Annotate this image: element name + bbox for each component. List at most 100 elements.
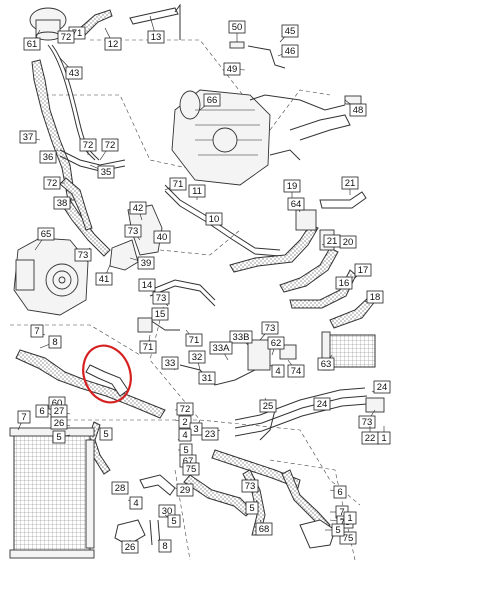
part-number-label: 8 — [52, 337, 57, 348]
part-number-label: 60 — [52, 398, 63, 409]
label-box — [97, 165, 115, 179]
part-number-label: 13 — [151, 32, 162, 43]
label-box — [23, 37, 41, 51]
part-number-label: 68 — [259, 524, 270, 535]
part-number-label: 62 — [271, 338, 282, 349]
part-number-label: 73 — [362, 417, 373, 428]
part-number-label: 21 — [327, 236, 338, 247]
label-box — [198, 371, 216, 385]
part-number-label: 6 — [337, 487, 342, 498]
part-number-label: 33 — [165, 358, 176, 369]
label-box — [349, 103, 367, 117]
label-box — [39, 150, 57, 164]
label-box — [101, 138, 119, 152]
part-number-label: 5 — [103, 429, 108, 440]
label-box — [138, 278, 156, 292]
part-number-label: 7 — [339, 507, 344, 518]
part-number-label: 7 — [34, 326, 39, 337]
part-number-label: 33B — [233, 332, 250, 343]
radiator — [9, 427, 95, 559]
label-box — [343, 511, 357, 525]
label-box — [245, 501, 259, 515]
part-number-label: 3 — [193, 424, 198, 435]
label-box — [158, 539, 172, 553]
part-number-label: 43 — [69, 68, 80, 79]
label-box — [161, 356, 179, 370]
left-pipes — [59, 149, 126, 231]
part-number-label: 17 — [358, 265, 369, 276]
part-number-label: 25 — [263, 401, 274, 412]
part-number-label: 23 — [205, 429, 216, 440]
part-number-label: 26 — [54, 418, 65, 429]
label-box — [188, 350, 206, 364]
part-number-label: 71 — [173, 179, 184, 190]
part-number-label: 72 — [47, 178, 58, 189]
label-box — [323, 234, 341, 248]
part-number-label: 5 — [171, 516, 176, 527]
part-number-label: 41 — [99, 274, 110, 285]
part-number-label: 15 — [155, 309, 166, 320]
label-box — [331, 523, 345, 537]
label-box — [261, 321, 279, 335]
label-box — [358, 415, 376, 429]
label-box — [43, 176, 61, 190]
label-box — [185, 333, 203, 347]
label-box — [169, 177, 187, 191]
part-number-label: 12 — [108, 39, 119, 50]
label-box — [267, 336, 285, 350]
part-number-label: 73 — [245, 481, 256, 492]
part-number-label: 65 — [41, 229, 52, 240]
part-number-label: 19 — [287, 181, 298, 192]
part-number-label: 5 — [183, 445, 188, 456]
label-box — [176, 402, 194, 416]
label-box — [147, 30, 165, 44]
part-number-label: 16 — [339, 278, 350, 289]
part-number-label: 73 — [265, 323, 276, 334]
label-box — [167, 514, 181, 528]
label-box — [205, 212, 223, 226]
right-hose-cluster — [229, 191, 377, 329]
label-box — [74, 248, 92, 262]
label-box — [255, 522, 273, 536]
label-box — [201, 427, 219, 441]
highlight-callout — [82, 344, 132, 404]
part-number-label: 37 — [23, 132, 34, 143]
label-box — [333, 485, 347, 499]
label-box — [19, 130, 37, 144]
part-number-label: 45 — [285, 26, 296, 37]
part-number-label: 35 — [101, 167, 112, 178]
label-box — [317, 357, 335, 371]
label-box — [35, 404, 49, 418]
label-box — [124, 224, 142, 238]
part-number-label: 1 — [381, 433, 386, 444]
part-number-label: 5 — [56, 432, 61, 443]
part-number-label: 71 — [189, 335, 200, 346]
right-lower-pipe — [234, 387, 385, 441]
part-number-label: 75 — [186, 464, 197, 475]
middle-pipes — [149, 184, 281, 307]
part-number-label: 75 — [343, 533, 354, 544]
label-box — [287, 364, 305, 378]
label-box — [129, 496, 143, 510]
label-box — [373, 380, 391, 394]
label-box — [203, 93, 221, 107]
part-number-label: 74 — [291, 366, 302, 377]
label-box — [65, 66, 83, 80]
part-number-label: 11 — [192, 186, 202, 197]
label-box — [50, 416, 68, 430]
label-box — [335, 276, 353, 290]
part-number-label: 39 — [141, 258, 152, 269]
label-box — [153, 230, 171, 244]
label-box — [313, 397, 331, 411]
label-box — [281, 24, 299, 38]
part-number-label: 4 — [133, 498, 138, 509]
part-number-label: 73 — [78, 250, 89, 261]
part-number-label: 4 — [275, 366, 280, 377]
label-box — [53, 196, 71, 210]
label-box — [287, 197, 305, 211]
label-box — [79, 138, 97, 152]
label-box — [111, 481, 129, 495]
part-number-label: 24 — [317, 399, 328, 410]
part-number-label: 1 — [347, 513, 352, 524]
part-number-label: 71 — [72, 28, 83, 39]
